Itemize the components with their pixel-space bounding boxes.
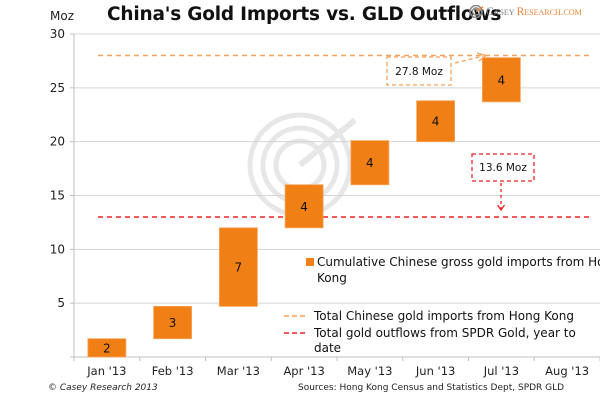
legend-label-outflows: Total gold outflows from SPDR Gold, year…	[313, 326, 576, 340]
y-axis-unit-label: Moz	[50, 9, 74, 23]
imports-callout-arrow	[454, 55, 484, 64]
legend-label-bars: Cumulative Chinese gross gold imports fr…	[317, 255, 600, 269]
casey-research-logo-icon	[469, 5, 484, 18]
legend-marker-bars	[306, 258, 314, 266]
legend-label-bars: Kong	[317, 271, 347, 285]
bar-data-label: 4	[366, 156, 374, 170]
axes	[70, 33, 600, 361]
logo-text-research: Research.com	[516, 5, 582, 18]
callouts: 27.8 Moz 13.6 Moz	[386, 52, 535, 212]
x-tick-label: Jan '13	[86, 364, 126, 378]
bar-data-label: 4	[498, 73, 506, 87]
imports-callout-box	[386, 56, 452, 86]
y-tick-label: 15	[50, 189, 65, 203]
bars: 2 3 7 4 4 4 4	[87, 57, 521, 358]
imports-callout-arrowhead	[476, 52, 488, 62]
x-tick-label: Jul '13	[483, 364, 519, 378]
y-tick-label: 5	[57, 296, 65, 310]
bar	[481, 57, 521, 103]
reference-lines	[98, 54, 590, 218]
bar-data-label: 7	[235, 261, 243, 275]
y-tick-labels: 5 10 15 20 25 30	[50, 27, 65, 310]
y-tick-label: 25	[50, 81, 65, 95]
imports-callout-text: 27.8 Moz	[395, 66, 443, 78]
x-tick-label: Aug '13	[545, 364, 589, 378]
copyright-note: © Casey Research 2013	[48, 383, 158, 393]
bar-data-label: 3	[169, 316, 177, 330]
legend: Cumulative Chinese gross gold imports fr…	[284, 255, 600, 355]
sources-note: Sources: Hong Kong Census and Statistics…	[298, 383, 565, 393]
legend-label-imports: Total Chinese gold imports from Hong Kon…	[313, 309, 574, 323]
y-tick-label: 30	[50, 27, 65, 41]
x-tick-labels: Jan '13 Feb '13 Mar '13 Apr '13 May '13 Jun '…	[86, 364, 589, 378]
bar	[416, 100, 456, 143]
x-tick-label: Mar '13	[217, 364, 260, 378]
bar-data-label: 2	[103, 341, 111, 355]
bar	[153, 305, 193, 340]
outflows-callout-text: 13.6 Moz	[479, 162, 527, 174]
bar-data-label: 4	[300, 200, 308, 214]
bar	[284, 184, 324, 229]
y-tick-label: 20	[50, 135, 65, 149]
chart-title: China's Gold Imports vs. GLD Outflows	[107, 4, 502, 25]
y-tick-label: 10	[50, 242, 65, 256]
casey-research-logo: Casey Research.com	[468, 5, 582, 18]
bar	[87, 338, 127, 358]
x-tick-label: Jun '13	[415, 364, 455, 378]
bar-data-label: 4	[432, 115, 440, 129]
outflows-callout-arrowhead	[496, 204, 506, 212]
bar	[350, 140, 390, 186]
x-tick-label: Feb '13	[152, 364, 194, 378]
x-tick-label: Apr '13	[283, 364, 324, 378]
outflows-callout-box	[471, 153, 535, 182]
logo-text-casey: Casey	[486, 5, 515, 18]
legend-label-outflows: date	[314, 341, 341, 355]
bar	[218, 227, 258, 307]
x-tick-label: May '13	[347, 364, 392, 378]
